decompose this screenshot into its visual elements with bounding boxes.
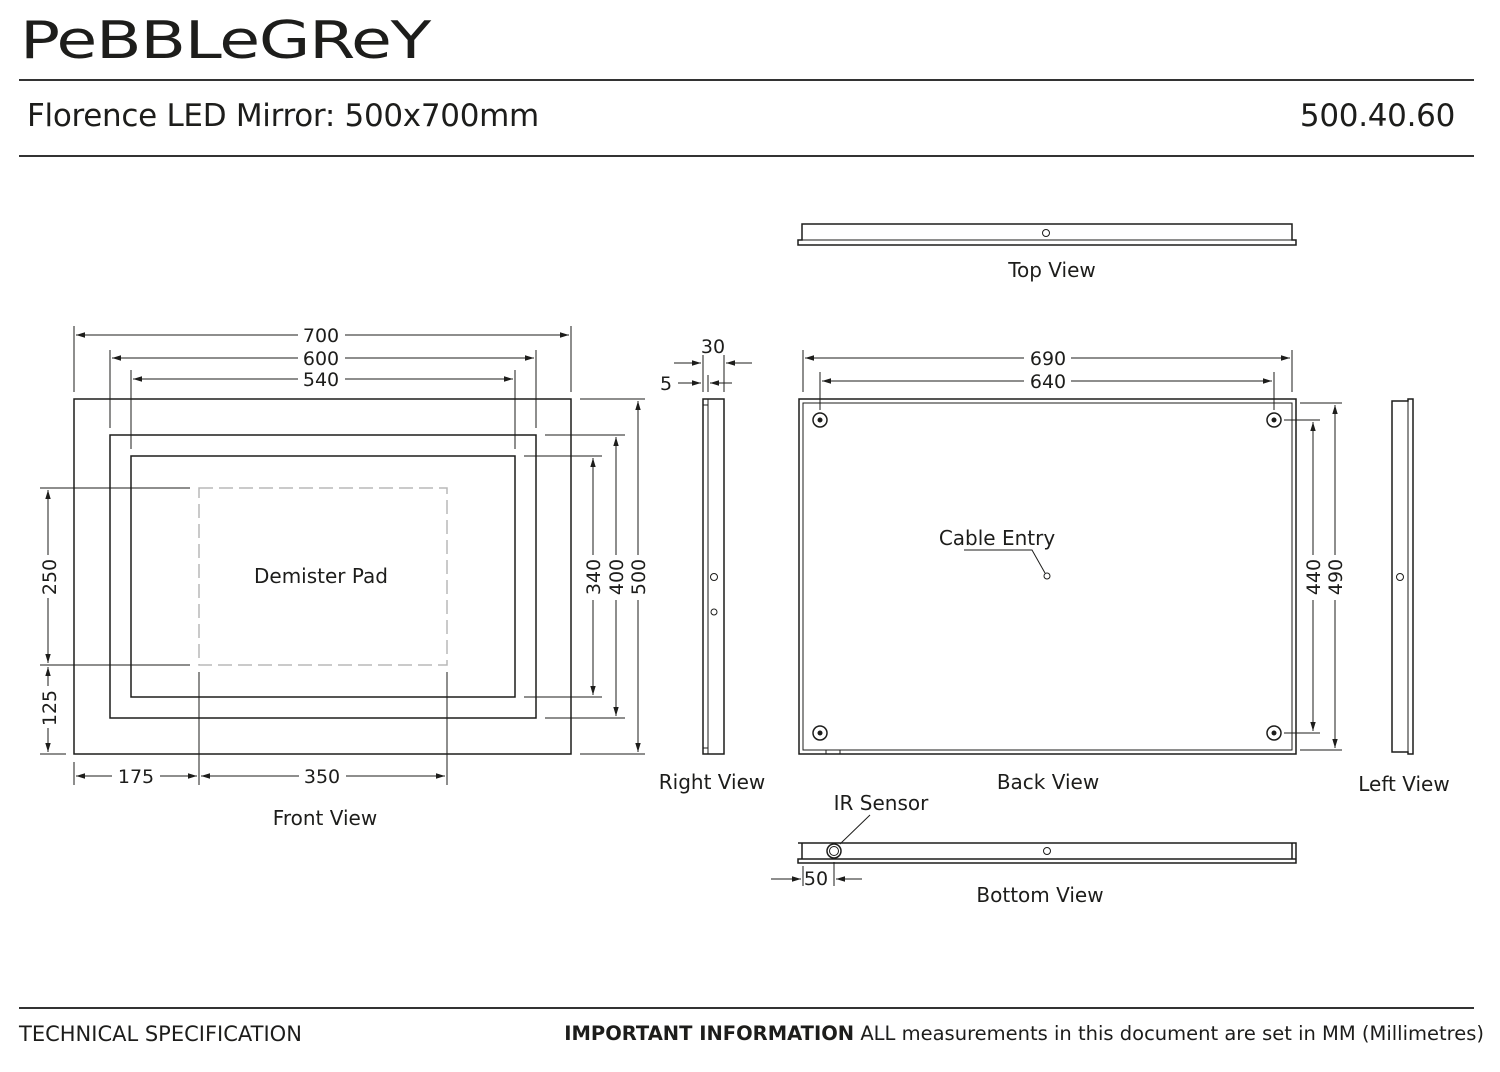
- product-code: 500.40.60: [1299, 98, 1455, 134]
- bottom-view: IR Sensor 50 Bottom View: [771, 791, 1297, 907]
- top-view-label: Top View: [1007, 258, 1096, 282]
- dim-back-hole-spacing-y: 440: [1303, 559, 1325, 595]
- dim-back-width: 690: [1030, 348, 1066, 370]
- demister-pad-outline: [198, 487, 448, 666]
- dim-sensor-offset: 50: [804, 868, 828, 890]
- header-bottom-rule: [19, 155, 1474, 157]
- right-view: 30 5 Right View: [659, 336, 765, 794]
- dim-back-hole-spacing-x: 640: [1030, 371, 1066, 393]
- bottom-view-label: Bottom View: [976, 883, 1103, 907]
- cable-entry-label: Cable Entry: [939, 526, 1056, 550]
- left-view-label: Left View: [1358, 772, 1449, 796]
- brand-logo: PeBBLeGReY: [20, 11, 433, 68]
- footer-important-information: IMPORTANT INFORMATION ALL measurements i…: [564, 1022, 1484, 1045]
- dim-demister-width: 350: [304, 766, 340, 788]
- dim-front-glass-height: 340: [583, 559, 605, 595]
- dim-side-step: 5: [660, 373, 672, 395]
- dim-front-inner-width: 600: [303, 348, 339, 370]
- footer-rule: [19, 1007, 1474, 1009]
- front-view: Demister Pad 700 600 540 500 400 340: [39, 325, 650, 830]
- mounting-holes: [812, 412, 1282, 741]
- footer-important-label: IMPORTANT INFORMATION: [564, 1022, 855, 1045]
- dim-back-height: 490: [1325, 559, 1347, 595]
- dim-demister-offset-left: 175: [118, 766, 154, 788]
- svg-text:PeBBLeGReY: PeBBLeGReY: [20, 11, 432, 68]
- front-outer-frame: [73, 398, 572, 755]
- front-view-label: Front View: [273, 806, 377, 830]
- back-view: Cable Entry 690 640 490 440 Back View: [798, 348, 1347, 794]
- footer-important-text: ALL measurements in this document are se…: [854, 1022, 1484, 1045]
- dim-front-inner-height: 400: [606, 559, 628, 595]
- back-view-label: Back View: [997, 770, 1099, 794]
- dim-demister-offset-bottom: 125: [39, 690, 61, 726]
- demister-pad-label: Demister Pad: [254, 564, 388, 588]
- dim-side-depth: 30: [701, 336, 725, 358]
- ir-sensor-label: IR Sensor: [834, 791, 929, 815]
- front-inner-frame: [109, 434, 537, 719]
- top-view: Top View: [797, 223, 1297, 282]
- left-view: Left View: [1358, 398, 1450, 796]
- dim-front-height: 500: [628, 559, 650, 595]
- header-top-rule: [19, 79, 1474, 81]
- dim-front-glass-width: 540: [303, 369, 339, 391]
- dim-demister-height: 250: [39, 559, 61, 595]
- right-view-label: Right View: [659, 770, 765, 794]
- footer-technical-specification: TECHNICAL SPECIFICATION: [19, 1022, 302, 1046]
- dim-front-width: 700: [303, 325, 339, 347]
- front-glass-area: [130, 455, 516, 698]
- page-title: Florence LED Mirror: 500x700mm: [27, 98, 539, 134]
